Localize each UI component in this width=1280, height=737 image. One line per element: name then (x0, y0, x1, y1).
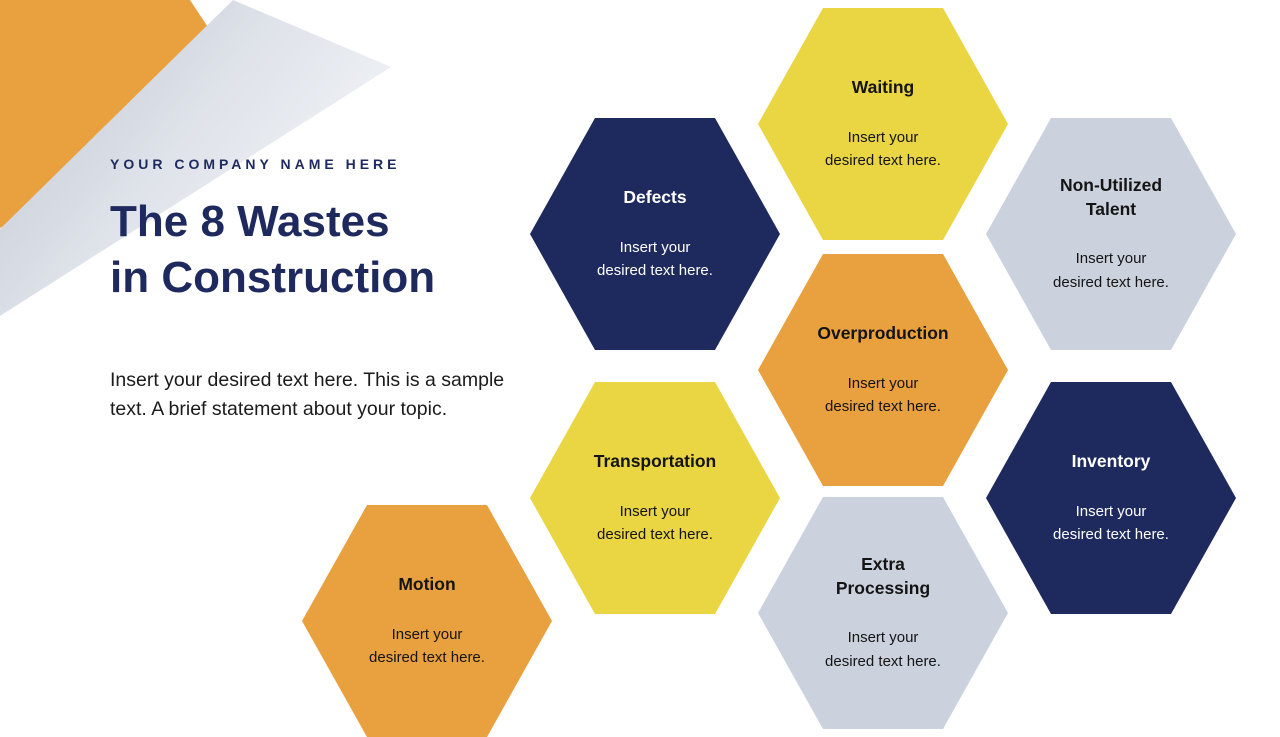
slide-description: Insert your desired text here. This is a… (110, 368, 505, 420)
hexagon-overproduction: Overproduction Insert your desired text … (758, 254, 1008, 486)
hexagon-title: Non-Utilized Talent (1059, 175, 1163, 219)
company-name: YOUR COMPANY NAME HERE (110, 156, 401, 172)
hexagon-title: Waiting (851, 76, 915, 97)
hexagon-non-utilized-talent: Non-Utilized Talent Insert your desired … (986, 118, 1236, 350)
hexagon-defects: Defects Insert your desired text here. (530, 118, 780, 350)
hexagon-title: Defects (623, 186, 687, 207)
hexagon-body: Insert your desired text here. (597, 238, 713, 279)
hexagon-body: Insert your desired text here. (1053, 502, 1169, 543)
hexagon-extra-processing: Extra Processing Insert your desired tex… (758, 497, 1008, 729)
hexagon-title: Overproduction (817, 322, 949, 343)
hexagon-title: Motion (398, 573, 456, 594)
hexagon-motion: Motion Insert your desired text here. (302, 505, 552, 737)
slide-title: The 8 Wastes in Construction (110, 197, 436, 302)
hexagon-body: Insert your desired text here. (825, 629, 941, 670)
corner-decoration (0, 0, 400, 340)
hexagon-body: Insert your desired text here. (825, 128, 941, 169)
hexagon-title: Inventory (1071, 450, 1151, 471)
hexagon-inventory: Inventory Insert your desired text here. (986, 382, 1236, 614)
hexagon-body: Insert your desired text here. (825, 374, 941, 415)
hexagon-body: Insert your desired text here. (1053, 250, 1169, 291)
hexagon-waiting: Waiting Insert your desired text here. (758, 8, 1008, 240)
hexagon-body: Insert your desired text here. (369, 625, 485, 666)
hexagon-title: Transportation (593, 450, 717, 471)
hexagon-title: Extra Processing (835, 554, 931, 598)
hexagon-transportation: Transportation Insert your desired text … (530, 382, 780, 614)
hexagon-body: Insert your desired text here. (597, 502, 713, 543)
left-text-block: YOUR COMPANY NAME HERE The 8 Wastes in C… (110, 156, 540, 423)
